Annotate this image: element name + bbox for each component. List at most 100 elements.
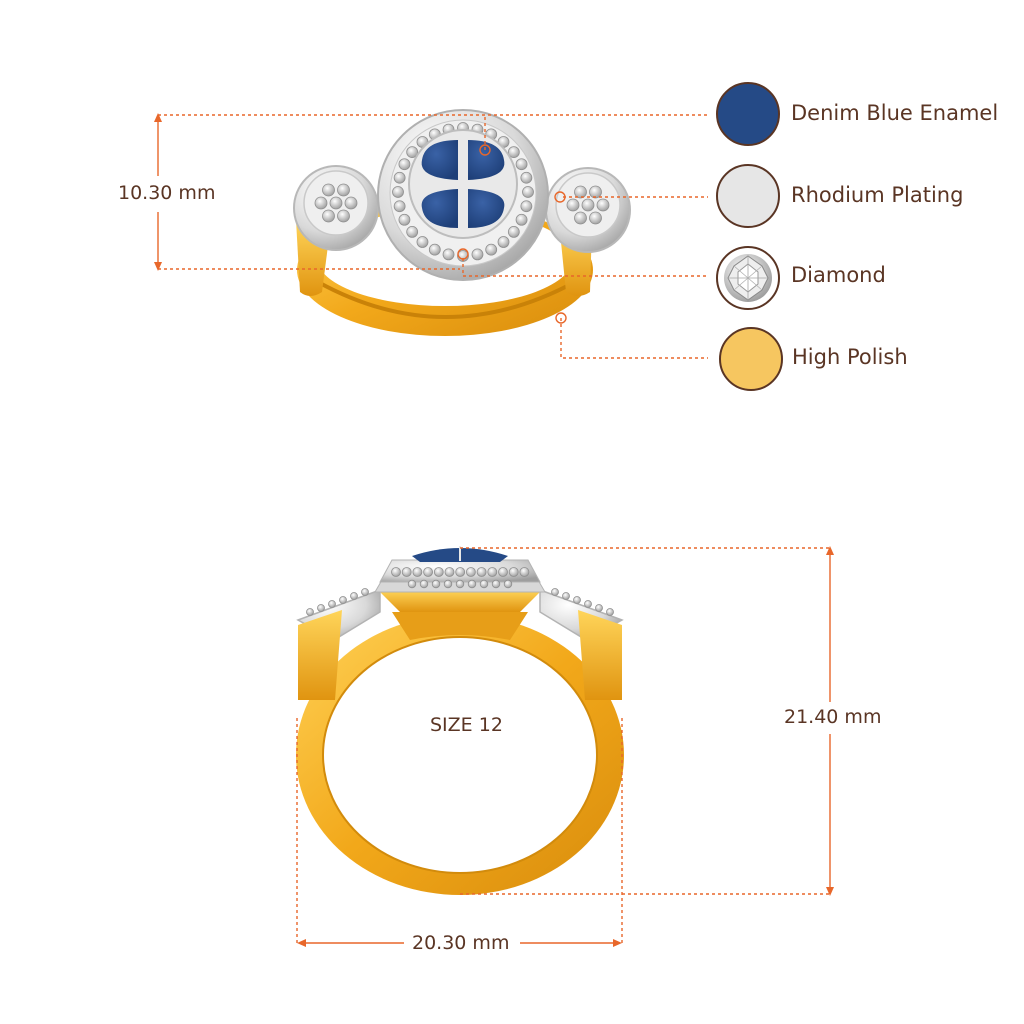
diamond-icon (724, 254, 772, 302)
front-side-diamonds (306, 588, 614, 616)
diamond-stone (519, 567, 530, 577)
diamond-stone (322, 183, 335, 197)
legend-label-polish: High Polish (792, 345, 908, 369)
diamond-stone (589, 211, 602, 225)
front-height-dimension (460, 546, 834, 896)
diamond-stone (407, 579, 417, 589)
diamond-stone (401, 567, 412, 577)
center-head (378, 590, 542, 612)
diamond-stone (574, 211, 587, 225)
polish-swatch-icon (719, 327, 783, 391)
diamond-stone (423, 567, 434, 577)
top-height-label: 10.30 mm (118, 182, 216, 204)
diamond-stone (589, 185, 602, 199)
ring-top-view (293, 109, 631, 336)
right-shank-frame (578, 610, 622, 700)
diamond-stone (428, 243, 441, 256)
left-shank-frame (298, 610, 342, 700)
diamond-stone (574, 185, 587, 199)
diamond-stone (471, 248, 484, 261)
front-height-label: 21.40 mm (784, 706, 882, 728)
diamond-stone (595, 604, 603, 612)
diamond-stone (433, 567, 444, 577)
diamond-stone (498, 567, 508, 577)
diamond-stone (566, 198, 580, 212)
diamond-stone (361, 588, 369, 596)
diamond-stone (393, 171, 406, 184)
diamond-stone (392, 186, 404, 198)
diamond-stone (606, 608, 614, 616)
diamond-stone (497, 236, 510, 248)
diamond-stone (584, 600, 592, 608)
diamond-stone (391, 567, 401, 577)
front-width-dimension (296, 718, 623, 947)
diamond-stone (465, 567, 476, 577)
diamond-stone (487, 567, 498, 577)
enamel-swatch-icon (716, 82, 780, 146)
diamond-stone (431, 579, 441, 589)
right-pave-diamonds (566, 185, 610, 225)
diamond-stone (350, 592, 358, 600)
leader-markers (457, 144, 567, 324)
diamond-stone (398, 213, 411, 226)
diamond-stone (455, 579, 465, 589)
diamond-stone (419, 579, 429, 589)
diamond-stone (337, 183, 350, 197)
diamond-stone (317, 604, 325, 612)
diamond-stone (596, 198, 610, 212)
diamond-stone (515, 213, 528, 226)
diamond-stone (339, 596, 347, 604)
diamond-stone (562, 592, 570, 600)
diamond-stone (443, 579, 453, 589)
diamond-stone (337, 209, 350, 223)
diamond-stone (406, 226, 419, 238)
legend-label-rhodium: Rhodium Plating (791, 183, 964, 207)
diamond-stone (503, 579, 513, 589)
diamond-stone (520, 200, 533, 213)
top-height-dimension (154, 113, 708, 271)
center-gallery (392, 612, 528, 640)
diamond-stone (485, 243, 498, 256)
diamond-stone (476, 567, 487, 577)
diamond-stone (416, 236, 429, 248)
diamond-stone (573, 596, 581, 604)
diamond-stone (329, 196, 343, 210)
diamond-stone (515, 158, 528, 171)
diamond-stone (479, 579, 489, 589)
diamond-stone (444, 567, 455, 577)
diamond-stone (314, 196, 328, 210)
front-width-label: 20.30 mm (412, 932, 510, 954)
diamond-stone (306, 608, 314, 616)
enamel-bezel (408, 129, 518, 239)
diamond-stone (520, 171, 533, 184)
diamond-stone (455, 567, 466, 577)
band-highlight (317, 280, 576, 319)
diamond-stone (412, 567, 423, 577)
diamond-stone (442, 248, 455, 261)
ring-front-view (296, 546, 624, 895)
ring-hole (322, 636, 598, 874)
legend-label-enamel: Denim Blue Enamel (791, 101, 999, 125)
left-pave-diamonds (314, 183, 358, 223)
legend-label-diamond: Diamond (791, 263, 886, 287)
diamond-swatch-icon (716, 246, 780, 310)
diamond-stone (491, 579, 501, 589)
front-halo-diamonds (391, 567, 530, 589)
ring-size-label: SIZE 12 (430, 714, 503, 736)
diamond-stone (393, 200, 406, 213)
diamond-stone (344, 196, 358, 210)
diamond-stone (467, 579, 477, 589)
diamond-stone (508, 567, 519, 577)
diamond-stone (522, 186, 534, 198)
diamond-stone (507, 226, 520, 238)
legend-leaders (462, 115, 708, 359)
diamond-stone (406, 146, 419, 158)
diamond-stone (551, 588, 559, 596)
diamond-stone (398, 158, 411, 171)
diamond-stone (507, 146, 520, 158)
diamond-stone (581, 198, 595, 212)
diamond-stone (322, 209, 335, 223)
enamel-clover (421, 140, 505, 228)
diamond-stone (328, 600, 336, 608)
